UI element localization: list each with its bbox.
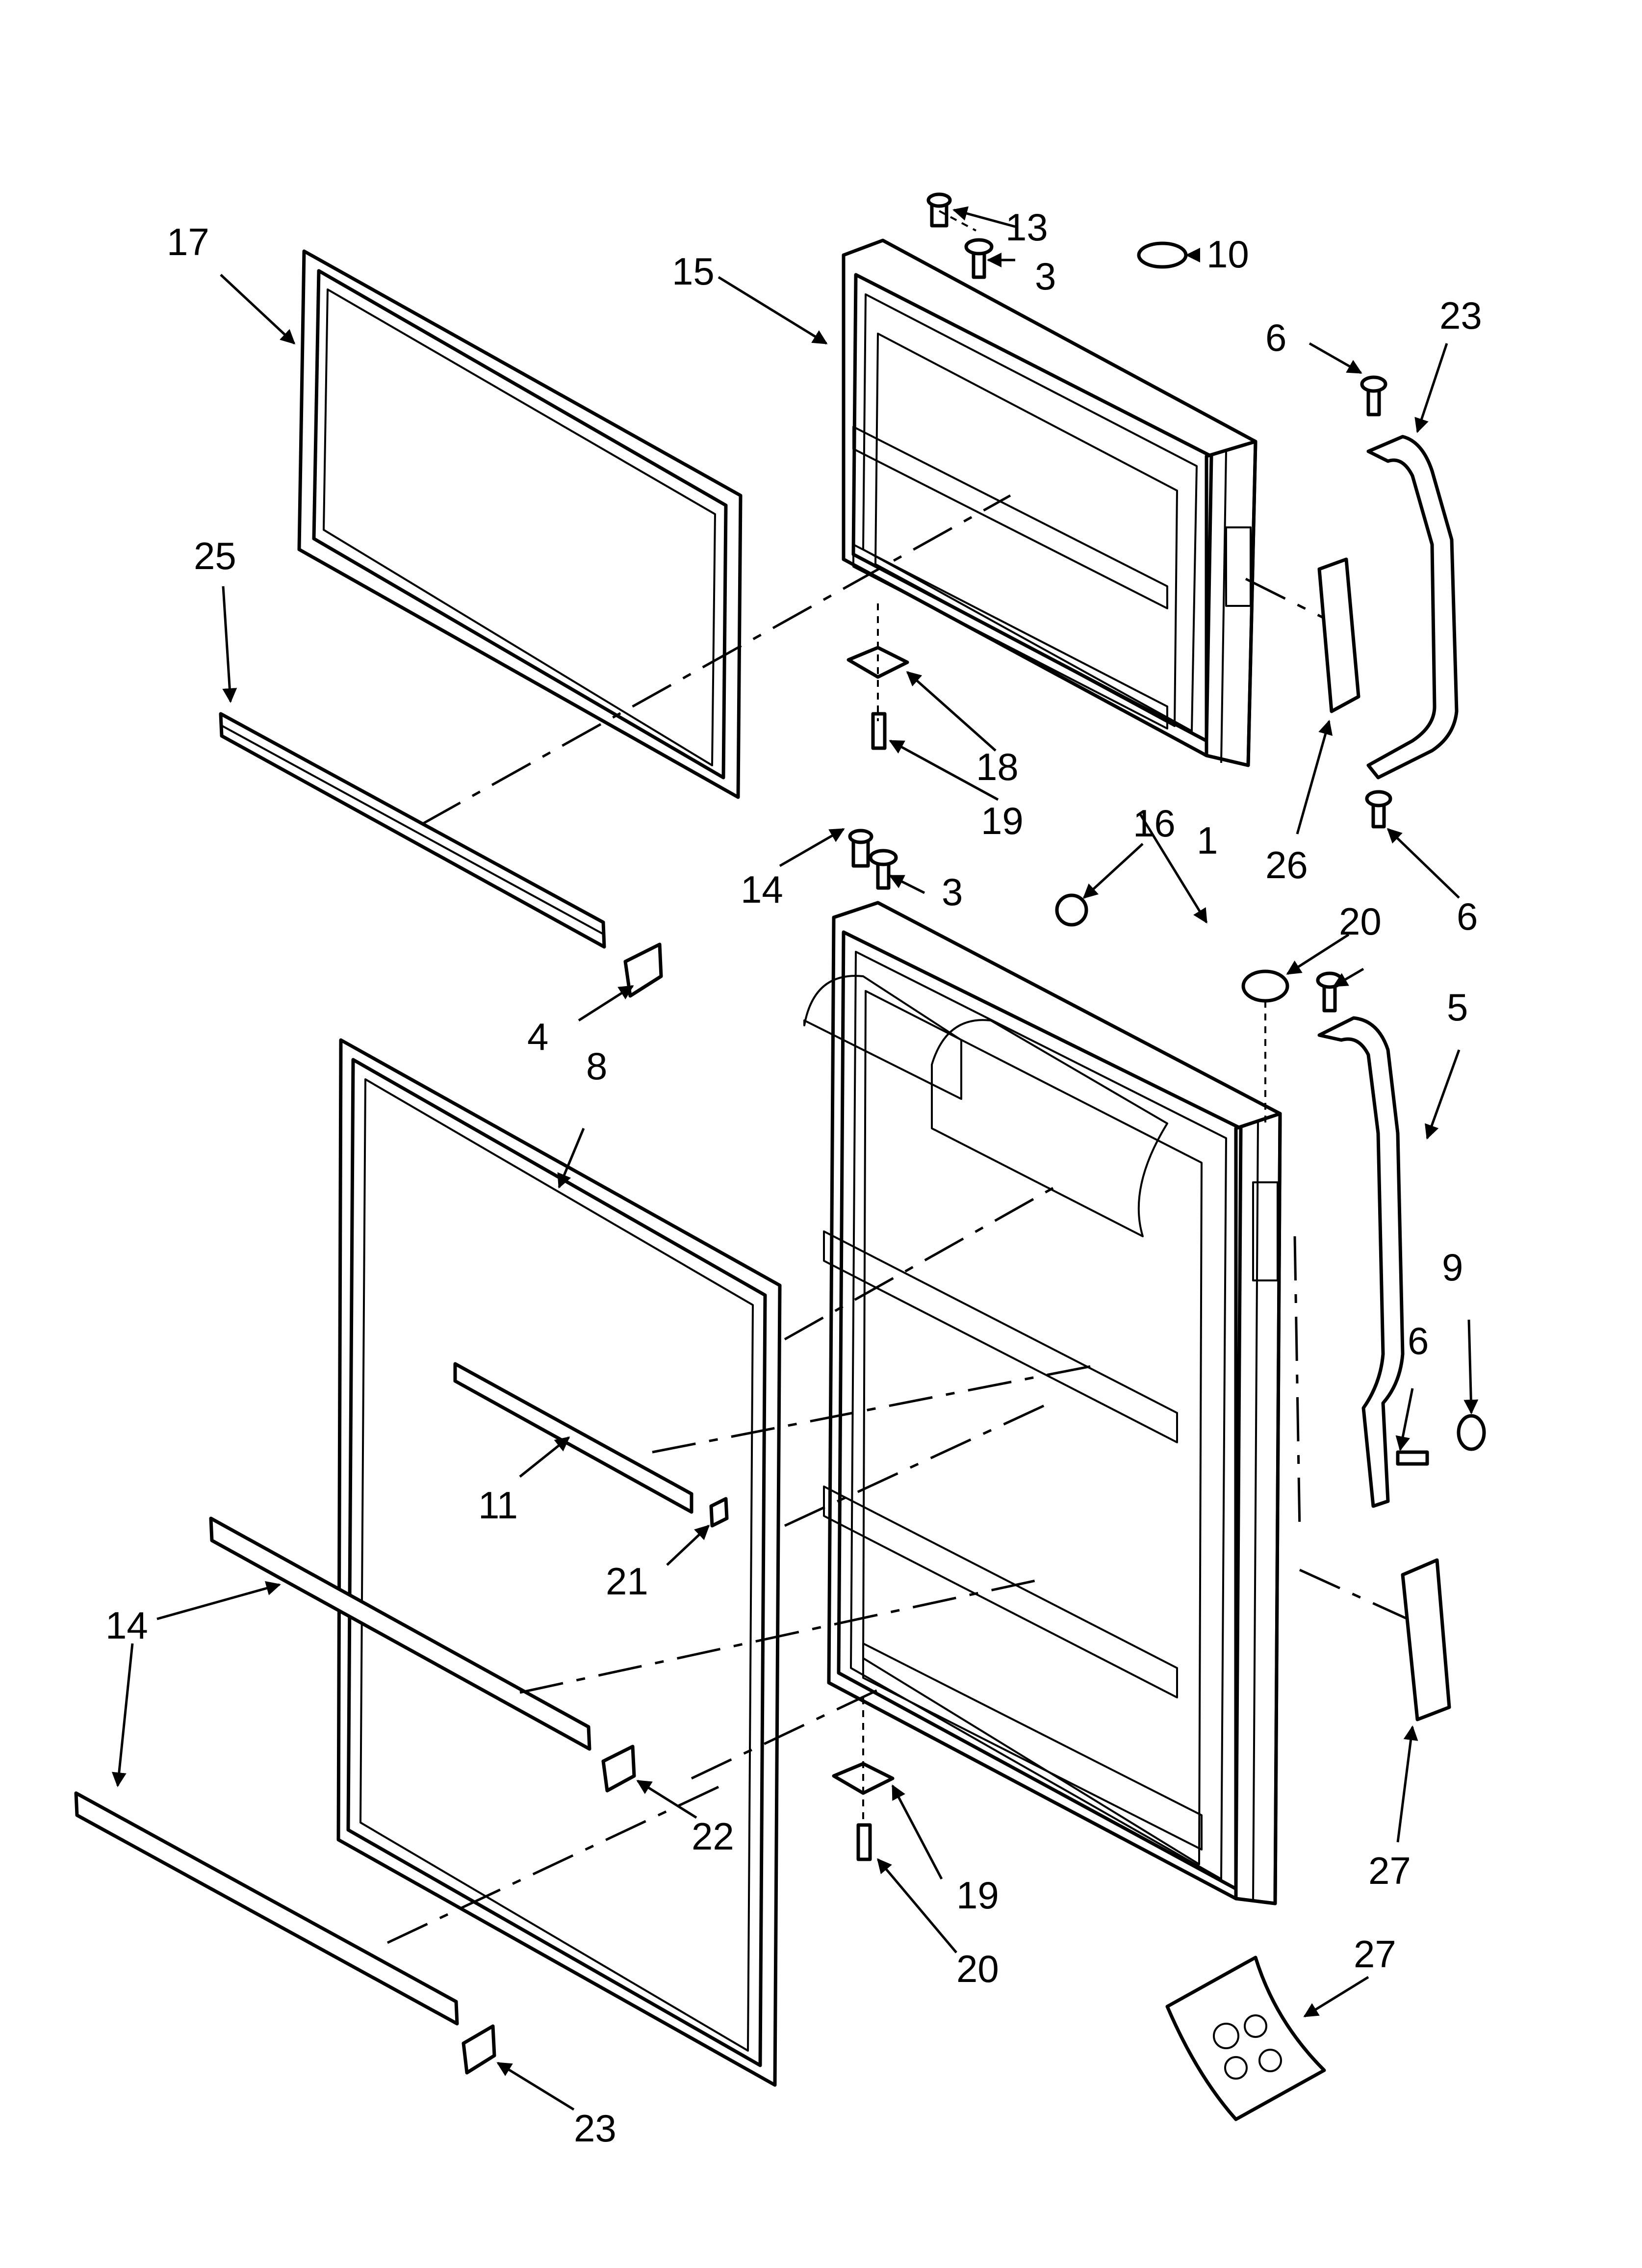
fresh-food-door bbox=[803, 901, 1282, 1905]
callout-8: 6 bbox=[1408, 1319, 1429, 1362]
freezer-handle-trim bbox=[1317, 557, 1360, 713]
callout-6a: 6 bbox=[1265, 316, 1286, 359]
fresh-food-handle-trim bbox=[1401, 1558, 1451, 1721]
callout-27b: 27 bbox=[1368, 1849, 1411, 1892]
handle-screw-top bbox=[1360, 375, 1387, 417]
door-trim-strip-middle bbox=[209, 1516, 591, 1751]
handle-screw-side bbox=[1396, 1450, 1429, 1466]
fresh-food-handle bbox=[1317, 1016, 1405, 1508]
callout-20a: 19 bbox=[981, 799, 1024, 842]
hole-plug bbox=[1137, 241, 1188, 269]
callout-4: 4 bbox=[527, 1015, 548, 1058]
callout-25: 23 bbox=[1439, 294, 1482, 337]
hinge-bracket-upper bbox=[847, 646, 909, 679]
callout-20b: 20 bbox=[956, 1947, 999, 1990]
callout-23b: 23 bbox=[574, 2107, 616, 2150]
callout-29: 27 bbox=[1354, 1932, 1396, 1976]
hinge-screw-upper bbox=[871, 712, 887, 750]
callout-5: 5 bbox=[1447, 986, 1468, 1029]
trim-end-cap-middle bbox=[601, 1745, 636, 1793]
callout-17: 16 bbox=[1133, 802, 1176, 845]
trim-end-cap-lower bbox=[462, 2024, 496, 2075]
freezer-door-gasket bbox=[297, 249, 743, 799]
callout-9: 8 bbox=[586, 1044, 607, 1088]
screw-upper bbox=[964, 238, 994, 279]
handle-screw-bottom bbox=[1365, 790, 1392, 829]
callout-14a: 13 bbox=[1005, 206, 1048, 249]
freezer-handle bbox=[1366, 435, 1459, 780]
hinge-screw-lower bbox=[856, 1823, 872, 1861]
door-stop bbox=[1055, 893, 1088, 927]
callout-27a: 26 bbox=[1265, 843, 1308, 886]
door-trim-strip-lower bbox=[74, 1791, 459, 2026]
callout-15: 14 bbox=[105, 1604, 148, 1647]
hardware-parts-bag bbox=[1165, 1955, 1326, 2121]
assembly-lines bbox=[386, 210, 1409, 1944]
callout-26: 25 bbox=[194, 534, 236, 577]
door-trim-upper bbox=[453, 1362, 693, 1514]
callout-23a: 22 bbox=[692, 1815, 734, 1858]
callout-3a: 3 bbox=[1035, 255, 1056, 298]
hinge-pin-middle bbox=[848, 829, 873, 868]
hinge-cap bbox=[1241, 969, 1289, 1003]
trim-end-cap bbox=[623, 942, 663, 998]
callout-19a: 18 bbox=[976, 745, 1019, 788]
callout-16: 15 bbox=[672, 250, 715, 293]
freezer-trim-strip bbox=[219, 712, 606, 949]
callout-14b: 14 bbox=[741, 868, 783, 911]
callout-21: 20 bbox=[1339, 900, 1382, 943]
screw-middle bbox=[869, 849, 898, 890]
hinge-pin-upper bbox=[926, 192, 952, 228]
freezer-door bbox=[842, 238, 1257, 767]
callout-10: 9 bbox=[1442, 1246, 1463, 1289]
handle-screw-middle bbox=[1316, 971, 1343, 1013]
callout-labels: 1 3 3 4 5 6 6 6 8 9 10 11 13 14 14 15 16… bbox=[105, 206, 1482, 2150]
screw-cap bbox=[1457, 1414, 1486, 1451]
callout-13: 11 bbox=[478, 1484, 518, 1527]
callout-6b: 6 bbox=[1457, 895, 1478, 938]
callout-19b: 19 bbox=[956, 1874, 999, 1917]
callout-3b: 3 bbox=[942, 870, 963, 913]
callout-1: 1 bbox=[1197, 819, 1218, 862]
fresh-food-door-gasket bbox=[336, 1038, 782, 2087]
callout-11: 10 bbox=[1206, 233, 1249, 276]
leader-lines bbox=[111, 206, 1479, 2111]
callout-22: 21 bbox=[606, 1560, 648, 1603]
callout-18: 17 bbox=[167, 220, 209, 263]
door-trim-clip bbox=[709, 1497, 729, 1528]
